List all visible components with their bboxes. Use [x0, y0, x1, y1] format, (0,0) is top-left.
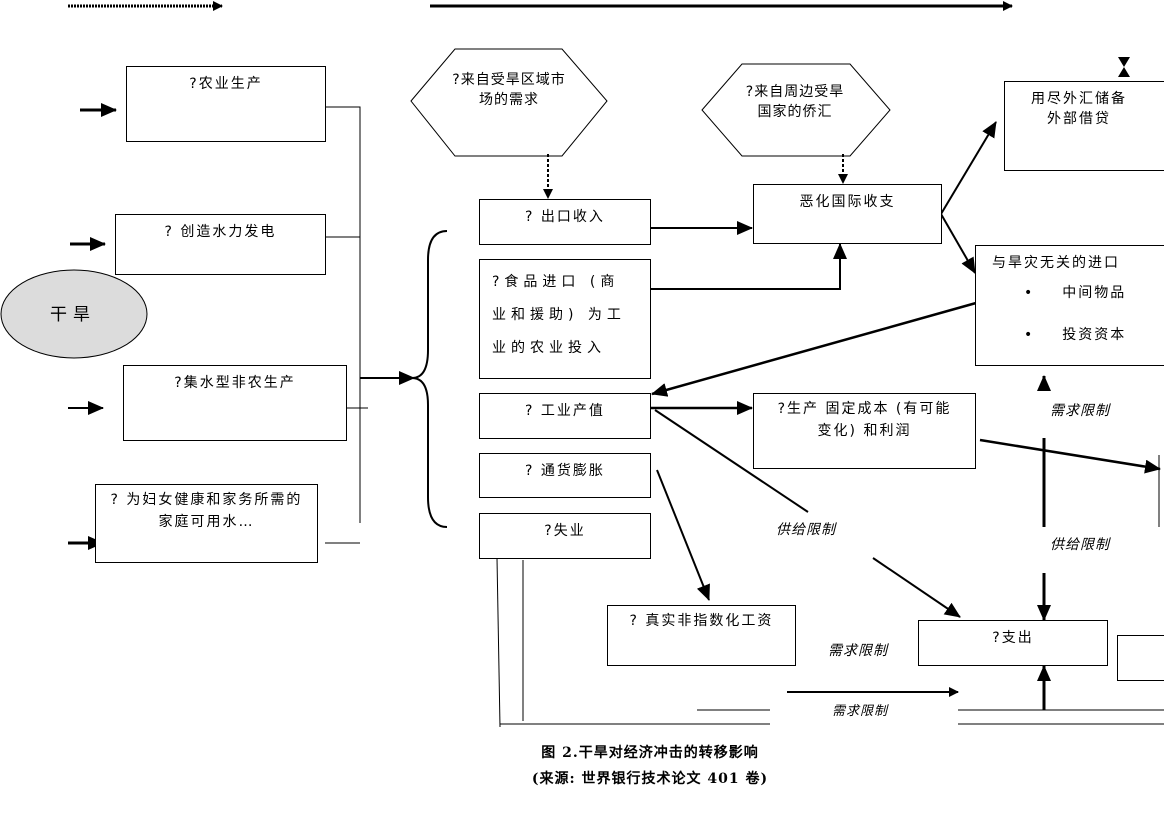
unrelated-imports-item: 中间物品 [992, 282, 1164, 304]
hexagon-remittances-text: ?来自周边受旱国家的侨汇 [745, 84, 845, 120]
label-demand-constraint: 需求限制 [828, 640, 888, 660]
label-supply-constraint: 供给限制 [1050, 534, 1110, 554]
box-reserves: 用尽外汇储备 外部借贷 [1004, 81, 1164, 171]
box-industrial-output: ? 工业产值 [479, 393, 651, 439]
unrelated-imports-title: 与旱灾无关的进口 [992, 255, 1120, 271]
box-expenditure: ?支出 [918, 620, 1108, 666]
box-export-income: ? 出口收入 [479, 199, 651, 245]
label-demand-constraint: 需求限制 [1050, 400, 1110, 420]
box-household-water: ? 为妇女健康和家务所需的家庭可用水… [95, 484, 318, 563]
reserves-line-2: 外部借贷 [1047, 111, 1111, 127]
box-production-costs: ?生产 固定成本 (有可能变化) 和利润 [753, 393, 976, 469]
label-demand-constraint: 需求限制 [832, 700, 889, 719]
box-hydropower: ? 创造水力发电 [115, 214, 326, 275]
hourglass-icon [1118, 57, 1130, 77]
unrelated-imports-item: 投资资本 [992, 324, 1164, 346]
label-supply-constraint: 供给限制 [776, 519, 836, 539]
box-balance-of-payments: 恶化国际收支 [753, 184, 942, 244]
box-offscreen [1117, 635, 1164, 681]
hexagon-market-demand [410, 48, 608, 157]
box-unemployment: ?失业 [479, 513, 651, 559]
box-water-intensive: ?集水型非农生产 [123, 365, 347, 441]
drought-label: 干旱 [50, 305, 96, 325]
reserves-line-1: 用尽外汇储备 [1031, 91, 1127, 107]
box-food-imports: ?食品进口 (商业和援助) 为工业的农业投入 [479, 259, 651, 379]
box-real-wages: ? 真实非指数化工资 [607, 605, 796, 666]
caption-source: (来源: 世界银行技术论文 401 卷) [531, 771, 769, 787]
caption-title: 图 2.干旱对经济冲击的转移影响 [541, 745, 759, 761]
box-agriculture: ?农业生产 [126, 66, 326, 142]
hexagon-remittances [701, 63, 891, 157]
box-unrelated-imports: 与旱灾无关的进口 中间物品 投资资本 [975, 245, 1164, 366]
drought-ellipse [0, 269, 148, 359]
box-inflation: ? 通货膨胀 [479, 453, 651, 498]
hexagon-market-demand-text: ?来自受旱区域市场的需求 [452, 72, 566, 108]
brace [411, 230, 448, 528]
